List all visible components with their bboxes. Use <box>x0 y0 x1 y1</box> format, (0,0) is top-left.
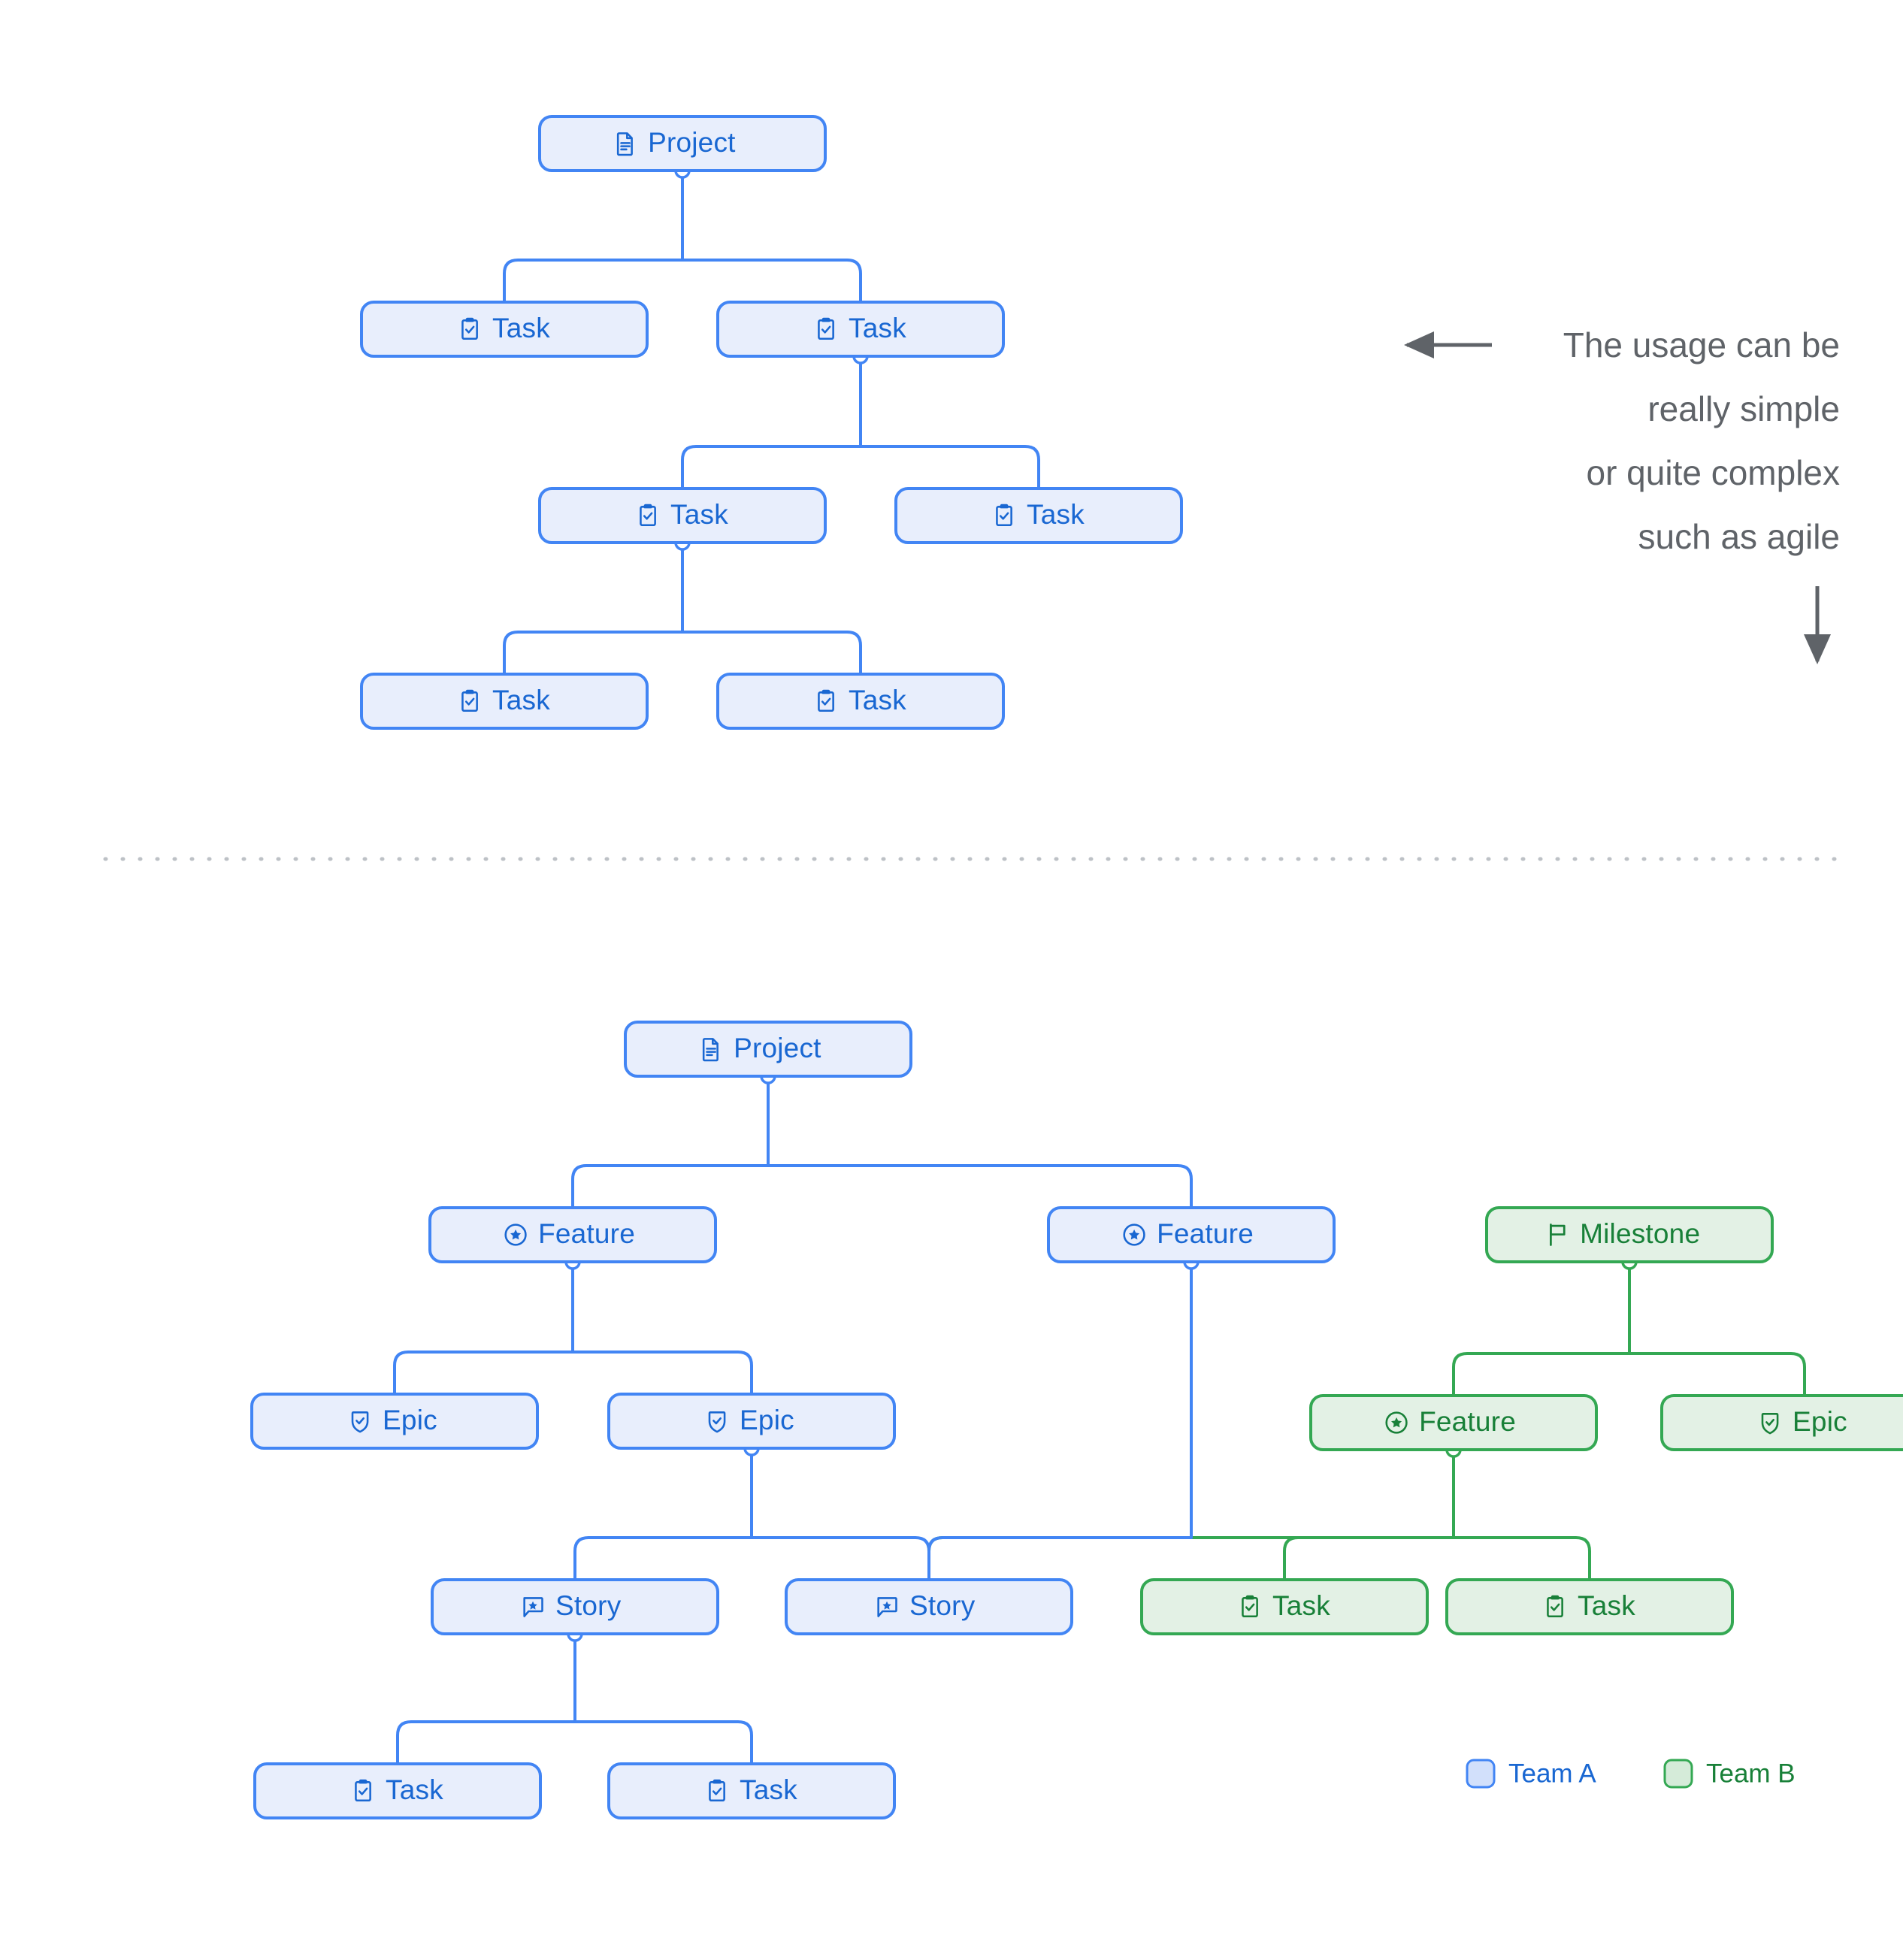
node-label: Epic <box>1793 1406 1847 1437</box>
node-box[interactable] <box>360 673 649 730</box>
legend-label-team-a: Team A <box>1508 1759 1596 1788</box>
annotation-line-3: or quite complex <box>1587 453 1841 492</box>
node-task[interactable]: Task <box>360 301 649 358</box>
node-box[interactable] <box>1485 1206 1774 1263</box>
legend-swatch-team-a <box>1466 1759 1496 1789</box>
node-label: Task <box>670 499 728 530</box>
node-box[interactable] <box>1047 1206 1336 1263</box>
node-task[interactable]: Task <box>716 673 1005 730</box>
node-box[interactable] <box>1309 1394 1598 1451</box>
node-task[interactable]: Task <box>894 487 1183 544</box>
node-epic[interactable]: Epic <box>1660 1394 1903 1451</box>
node-box[interactable] <box>428 1206 717 1263</box>
connector <box>393 1260 753 1396</box>
node-label: Task <box>1272 1590 1330 1621</box>
node-story[interactable]: Story <box>785 1578 1073 1635</box>
node-task[interactable]: Task <box>716 301 1005 358</box>
node-box[interactable] <box>253 1762 542 1819</box>
node-box[interactable] <box>607 1393 896 1450</box>
node-task[interactable]: Task <box>538 487 827 544</box>
connector <box>927 1260 1193 1581</box>
connector <box>681 355 1040 490</box>
connector <box>396 1632 753 1765</box>
node-epic[interactable]: Epic <box>607 1393 896 1450</box>
node-label: Task <box>492 313 550 343</box>
node-task[interactable]: Task <box>253 1762 542 1819</box>
node-feature[interactable]: Feature <box>1309 1394 1598 1451</box>
node-label: Task <box>1027 499 1085 530</box>
node-label: Project <box>648 127 736 158</box>
node-feature[interactable]: Feature <box>1047 1206 1336 1263</box>
node-label: Feature <box>1419 1406 1516 1437</box>
connector <box>503 541 862 676</box>
node-label: Story <box>909 1590 976 1621</box>
node-box[interactable] <box>538 487 827 544</box>
node-box[interactable] <box>360 301 649 358</box>
node-feature[interactable]: Feature <box>428 1206 717 1263</box>
node-box[interactable] <box>538 115 827 172</box>
node-label: Milestone <box>1580 1218 1700 1249</box>
node-label: Project <box>734 1033 821 1063</box>
annotation-callout: The usage can be really simple or quite … <box>1403 325 1841 665</box>
node-label: Epic <box>383 1405 437 1435</box>
connector <box>1452 1260 1806 1397</box>
node-box[interactable] <box>431 1578 719 1635</box>
annotation-line-4: such as agile <box>1638 517 1841 556</box>
node-box[interactable] <box>716 673 1005 730</box>
node-task[interactable]: Task <box>1445 1578 1734 1635</box>
node-task[interactable]: Task <box>360 673 649 730</box>
node-label: Task <box>849 685 906 715</box>
node-label: Story <box>555 1590 622 1621</box>
node-project[interactable]: Project <box>538 115 827 172</box>
node-label: Task <box>386 1774 443 1805</box>
connector <box>571 1075 1193 1209</box>
node-box[interactable] <box>1445 1578 1734 1635</box>
node-project[interactable]: Project <box>624 1021 912 1078</box>
node-box[interactable] <box>250 1393 539 1450</box>
node-box[interactable] <box>624 1021 912 1078</box>
connector <box>503 169 862 304</box>
node-task[interactable]: Task <box>607 1762 896 1819</box>
node-label: Epic <box>740 1405 794 1435</box>
node-label: Task <box>492 685 550 715</box>
annotation-line-1: The usage can be <box>1563 325 1840 364</box>
node-box[interactable] <box>607 1762 896 1819</box>
node-epic[interactable]: Epic <box>250 1393 539 1450</box>
node-label: Feature <box>1157 1218 1254 1249</box>
node-label: Task <box>849 313 906 343</box>
node-milestone[interactable]: Milestone <box>1485 1206 1774 1263</box>
node-label: Task <box>1578 1590 1635 1621</box>
legend: Team A Team B <box>1466 1759 1796 1789</box>
connector-layer <box>393 162 1806 1765</box>
annotation-line-2: really simple <box>1647 389 1840 428</box>
node-label: Feature <box>538 1218 635 1249</box>
node-box[interactable] <box>894 487 1183 544</box>
connector <box>927 1448 1591 1581</box>
node-label: Task <box>740 1774 797 1805</box>
node-task[interactable]: Task <box>1140 1578 1429 1635</box>
legend-swatch-team-b <box>1663 1759 1693 1789</box>
connector <box>573 1447 930 1581</box>
node-box[interactable] <box>1140 1578 1429 1635</box>
node-box[interactable] <box>1660 1394 1903 1451</box>
node-box[interactable] <box>785 1578 1073 1635</box>
legend-label-team-b: Team B <box>1706 1759 1796 1788</box>
node-story[interactable]: Story <box>431 1578 719 1635</box>
node-box[interactable] <box>716 301 1005 358</box>
